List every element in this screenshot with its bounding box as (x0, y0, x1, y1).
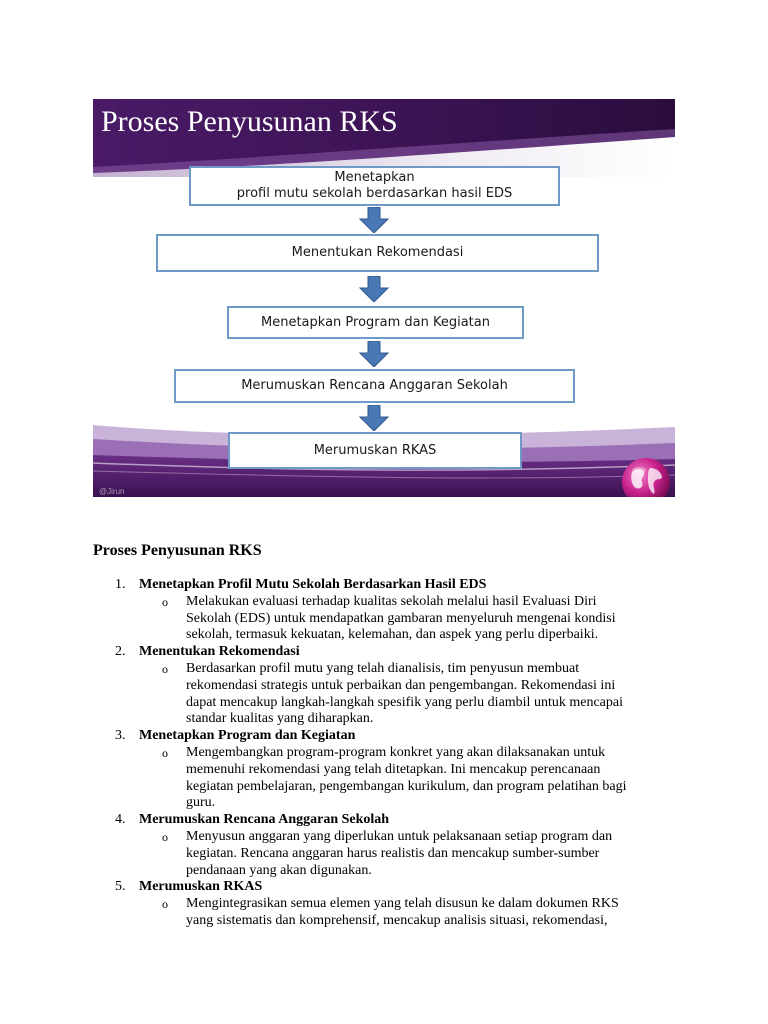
slide-title: Proses Penyusunan RKS (101, 105, 398, 138)
bullet-icon: o (162, 829, 168, 844)
flow-step-5: Merumuskan RKAS (228, 432, 522, 469)
list-item: 1. Menetapkan Profil Mutu Sekolah Berdas… (93, 577, 693, 644)
bullet-icon: o (162, 897, 168, 912)
desc-line: memenuhi rekomendasi yang telah ditetapk… (186, 761, 601, 777)
list-item: 2. Menentukan Rekomendasi o Berdasarkan … (93, 644, 693, 728)
list-item: 4. Merumuskan Rencana Anggaran Sekolah o… (93, 812, 693, 879)
list-item: 5. Merumuskan RKAS o Mengintegrasikan se… (93, 879, 693, 929)
step-title: Merumuskan Rencana Anggaran Sekolah (139, 812, 390, 828)
step-title: Menentukan Rekomendasi (139, 644, 300, 660)
bullet-icon: o (162, 745, 168, 760)
desc-line: yang sistematis dan komprehensif, mencak… (186, 912, 608, 928)
step-title: Menetapkan Program dan Kegiatan (139, 728, 356, 744)
desc-line: standar kualitas yang diharapkan. (186, 711, 374, 727)
step-description: o Menyusun anggaran yang diperlukan untu… (139, 829, 693, 879)
slide-credit: @Jirun (99, 487, 125, 496)
slide-image: Proses Penyusunan RKS @Jirun (93, 99, 675, 497)
globe-icon (622, 458, 670, 497)
flow-step-1: Menetapkan profil mutu sekolah berdasark… (189, 166, 560, 206)
step-description: o Berdasarkan profil mutu yang telah dia… (139, 661, 693, 728)
desc-line: rekomendasi strategis untuk perbaikan da… (186, 677, 616, 693)
desc-line: kegiatan. Rencana anggaran harus realist… (186, 845, 600, 861)
desc-line: Berdasarkan profil mutu yang telah diana… (186, 660, 580, 676)
flow-step-4: Merumuskan Rencana Anggaran Sekolah (174, 369, 575, 403)
desc-line: dapat mencakup langkah-langkah spesifik … (186, 694, 623, 710)
flow-step-3-label: Menetapkan Program dan Kegiatan (261, 314, 490, 330)
down-arrow-icon (359, 207, 389, 233)
desc-line: Menyusun anggaran yang diperlukan untuk … (186, 828, 613, 844)
bullet-icon: o (162, 661, 168, 676)
flow-step-2-label: Menentukan Rekomendasi (291, 245, 464, 260)
step-description: o Mengintegrasikan semua elemen yang tel… (139, 896, 693, 930)
flow-step-4-label: Merumuskan Rencana Anggaran Sekolah (241, 378, 508, 393)
desc-line: kegiatan pembelajaran, pengembangan kuri… (186, 778, 627, 794)
flow-step-2: Menentukan Rekomendasi (156, 234, 599, 272)
step-title: Merumuskan RKAS (139, 879, 263, 895)
down-arrow-icon (359, 276, 389, 302)
step-number: 4. (115, 812, 126, 828)
desc-line: Melakukan evaluasi terhadap kualitas sek… (186, 593, 597, 609)
flow-step-1-line1: Menetapkan (334, 170, 415, 185)
desc-line: Mengintegrasikan semua elemen yang telah… (186, 896, 619, 912)
down-arrow-icon (359, 405, 389, 431)
flow-step-3: Menetapkan Program dan Kegiatan (227, 306, 524, 339)
list-item: 3. Menetapkan Program dan Kegiatan o Men… (93, 728, 693, 812)
desc-line: Sekolah (EDS) untuk mendapatkan gambaran… (186, 610, 616, 626)
step-description: o Melakukan evaluasi terhadap kualitas s… (139, 594, 693, 644)
bullet-icon: o (162, 594, 168, 609)
steps-list: 1. Menetapkan Profil Mutu Sekolah Berdas… (93, 577, 693, 930)
step-number: 1. (115, 577, 126, 592)
flow-step-1-line2: profil mutu sekolah berdasarkan hasil ED… (236, 186, 513, 201)
step-description: o Mengembangkan program-program konkret … (139, 745, 693, 812)
step-title: Menetapkan Profil Mutu Sekolah Berdasark… (139, 577, 487, 592)
document-heading: Proses Penyusunan RKS (93, 542, 262, 559)
flow-step-5-label: Merumuskan RKAS (313, 442, 437, 458)
step-number: 5. (115, 879, 126, 895)
step-number: 3. (115, 728, 126, 744)
desc-line: pendanaan yang akan digunakan. (186, 862, 372, 878)
desc-line: sekolah, termasuk kekuatan, kelemahan, d… (186, 627, 599, 643)
step-number: 2. (115, 644, 126, 660)
desc-line: Mengembangkan program-program konkret ya… (186, 744, 606, 760)
desc-line: guru. (186, 795, 216, 811)
down-arrow-icon (359, 341, 389, 367)
